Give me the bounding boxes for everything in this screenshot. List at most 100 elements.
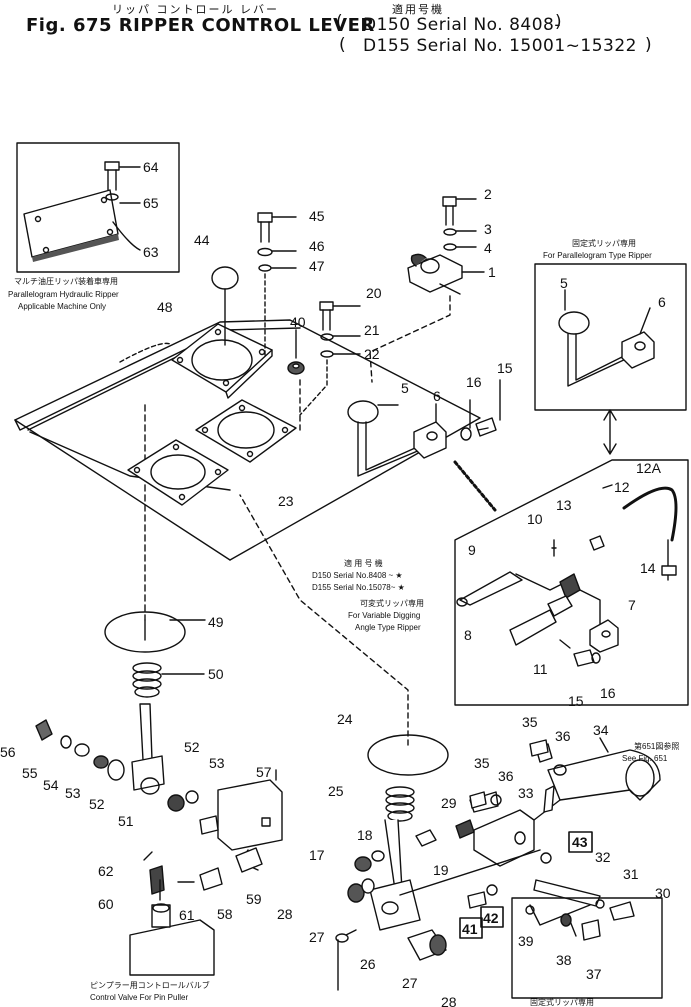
serial-line-1: D150 Serial No. 8408- bbox=[363, 15, 561, 35]
label-59: 59 bbox=[246, 891, 262, 907]
part-44-knob bbox=[211, 266, 239, 346]
label-28-left: 28 bbox=[277, 906, 293, 922]
caption-see-jp: 第651図参照 bbox=[634, 741, 679, 751]
caption-bottom-jp: 固定式リッパ専用 bbox=[530, 997, 594, 1007]
serial-close-1: ) bbox=[555, 12, 563, 32]
caption-multi-jp: マルチ油圧リッパ装着車専用 bbox=[14, 276, 118, 286]
spacers-52-53 bbox=[167, 790, 199, 812]
label-12: 12 bbox=[614, 479, 630, 495]
caption-valve-jp: ピンプラー用コントロールバルブ bbox=[90, 980, 210, 990]
label-4: 4 bbox=[484, 240, 492, 256]
part-58-bolt bbox=[199, 867, 223, 891]
label-65: 65 bbox=[143, 195, 159, 211]
label-53-right: 53 bbox=[209, 755, 225, 771]
inset-parallelogram bbox=[534, 263, 687, 411]
label-15-inset: 15 bbox=[568, 693, 584, 709]
label-7: 7 bbox=[628, 597, 636, 613]
central-lever-assembly bbox=[335, 786, 447, 991]
label-60: 60 bbox=[98, 896, 114, 912]
label-40: 40 bbox=[290, 314, 306, 330]
label-55: 55 bbox=[22, 765, 38, 781]
label-5-inset: 5 bbox=[560, 275, 568, 291]
label-22: 22 bbox=[364, 346, 380, 362]
label-41: 41 bbox=[462, 921, 478, 937]
label-14: 14 bbox=[640, 560, 656, 576]
label-29: 29 bbox=[441, 795, 457, 811]
control-valve bbox=[129, 879, 215, 976]
label-33: 33 bbox=[518, 785, 534, 801]
label-6-center: 6 bbox=[433, 388, 441, 404]
caption-see-en: See Fig. 651 bbox=[622, 754, 668, 763]
part-32-rod bbox=[511, 879, 663, 999]
label-16-inset: 16 bbox=[600, 685, 616, 701]
label-17: 17 bbox=[309, 847, 325, 863]
bolt-stack-45 bbox=[257, 212, 297, 356]
label-5-center: 5 bbox=[401, 380, 409, 396]
label-61: 61 bbox=[179, 907, 195, 923]
fasteners-15-16-center bbox=[453, 379, 501, 512]
serial-open-2: ( bbox=[339, 35, 347, 55]
jp-applicable: 適用号機 bbox=[392, 3, 444, 16]
label-45: 45 bbox=[309, 208, 325, 224]
label-49: 49 bbox=[208, 614, 224, 630]
label-10: 10 bbox=[527, 511, 543, 527]
part-23-gasket bbox=[195, 399, 297, 463]
caption-applic-2: D155 Serial No.15078~ ★ bbox=[312, 583, 405, 592]
serial-open-1: ( bbox=[336, 12, 344, 32]
part-60-block bbox=[149, 865, 165, 895]
label-2: 2 bbox=[484, 186, 492, 202]
caption-applic-jp: 適 用 号 機 bbox=[344, 558, 383, 568]
label-35-mid: 35 bbox=[474, 755, 490, 771]
part-50-spring bbox=[132, 662, 205, 698]
label-57: 57 bbox=[256, 764, 272, 780]
label-30: 30 bbox=[655, 885, 671, 901]
label-12A: 12A bbox=[636, 460, 662, 476]
label-1: 1 bbox=[488, 264, 496, 280]
label-28-bottom: 28 bbox=[441, 994, 457, 1007]
part-labels: 64 65 63 45 46 47 44 48 40 20 21 22 2 3 … bbox=[0, 159, 671, 1007]
label-35-top: 35 bbox=[522, 714, 538, 730]
link-arrow bbox=[603, 409, 617, 455]
label-39: 39 bbox=[518, 933, 534, 949]
label-31: 31 bbox=[623, 866, 639, 882]
serial-line-2: D155 Serial No. 15001~15322 bbox=[363, 36, 637, 56]
label-25: 25 bbox=[328, 783, 344, 799]
label-26: 26 bbox=[360, 956, 376, 972]
caption-var-2: Angle Type Ripper bbox=[355, 623, 421, 632]
caption-applic-1: D150 Serial No.8408 ~ ★ bbox=[312, 571, 403, 580]
caption-multi-2: Applicable Machine Only bbox=[18, 302, 106, 311]
jp-title: リッパ コントロール レバー bbox=[112, 3, 279, 16]
label-18: 18 bbox=[357, 827, 373, 843]
label-50: 50 bbox=[208, 666, 224, 682]
part-40-nut bbox=[287, 329, 305, 375]
label-56: 56 bbox=[0, 744, 16, 760]
bracket-1-assembly bbox=[369, 196, 485, 383]
label-34: 34 bbox=[593, 722, 609, 738]
bolt-stack-20 bbox=[299, 301, 361, 416]
caption-multi-1: Parallelogram Hydraulic Ripper bbox=[8, 290, 119, 299]
label-16-center: 16 bbox=[466, 374, 482, 390]
part-62-pin bbox=[143, 851, 153, 861]
fasteners-35-36 bbox=[469, 739, 549, 809]
label-32: 32 bbox=[595, 849, 611, 865]
part-49-disc bbox=[104, 611, 186, 653]
part-51-lever bbox=[35, 703, 165, 795]
label-20: 20 bbox=[366, 285, 382, 301]
part-59-clip bbox=[235, 847, 263, 873]
label-24: 24 bbox=[337, 711, 353, 727]
label-62: 62 bbox=[98, 863, 114, 879]
label-11: 11 bbox=[533, 661, 548, 677]
label-64: 64 bbox=[143, 159, 159, 175]
inset-cover-plate bbox=[16, 142, 180, 273]
label-9: 9 bbox=[468, 542, 476, 558]
label-53-left: 53 bbox=[65, 785, 81, 801]
label-42: 42 bbox=[483, 910, 499, 926]
label-15-center: 15 bbox=[497, 360, 513, 376]
label-44: 44 bbox=[194, 232, 210, 248]
label-52-right: 52 bbox=[184, 739, 200, 755]
lever-6-center bbox=[347, 400, 447, 477]
boxed-labels: 43 41 42 bbox=[459, 831, 593, 939]
part-48-cover bbox=[171, 323, 273, 399]
